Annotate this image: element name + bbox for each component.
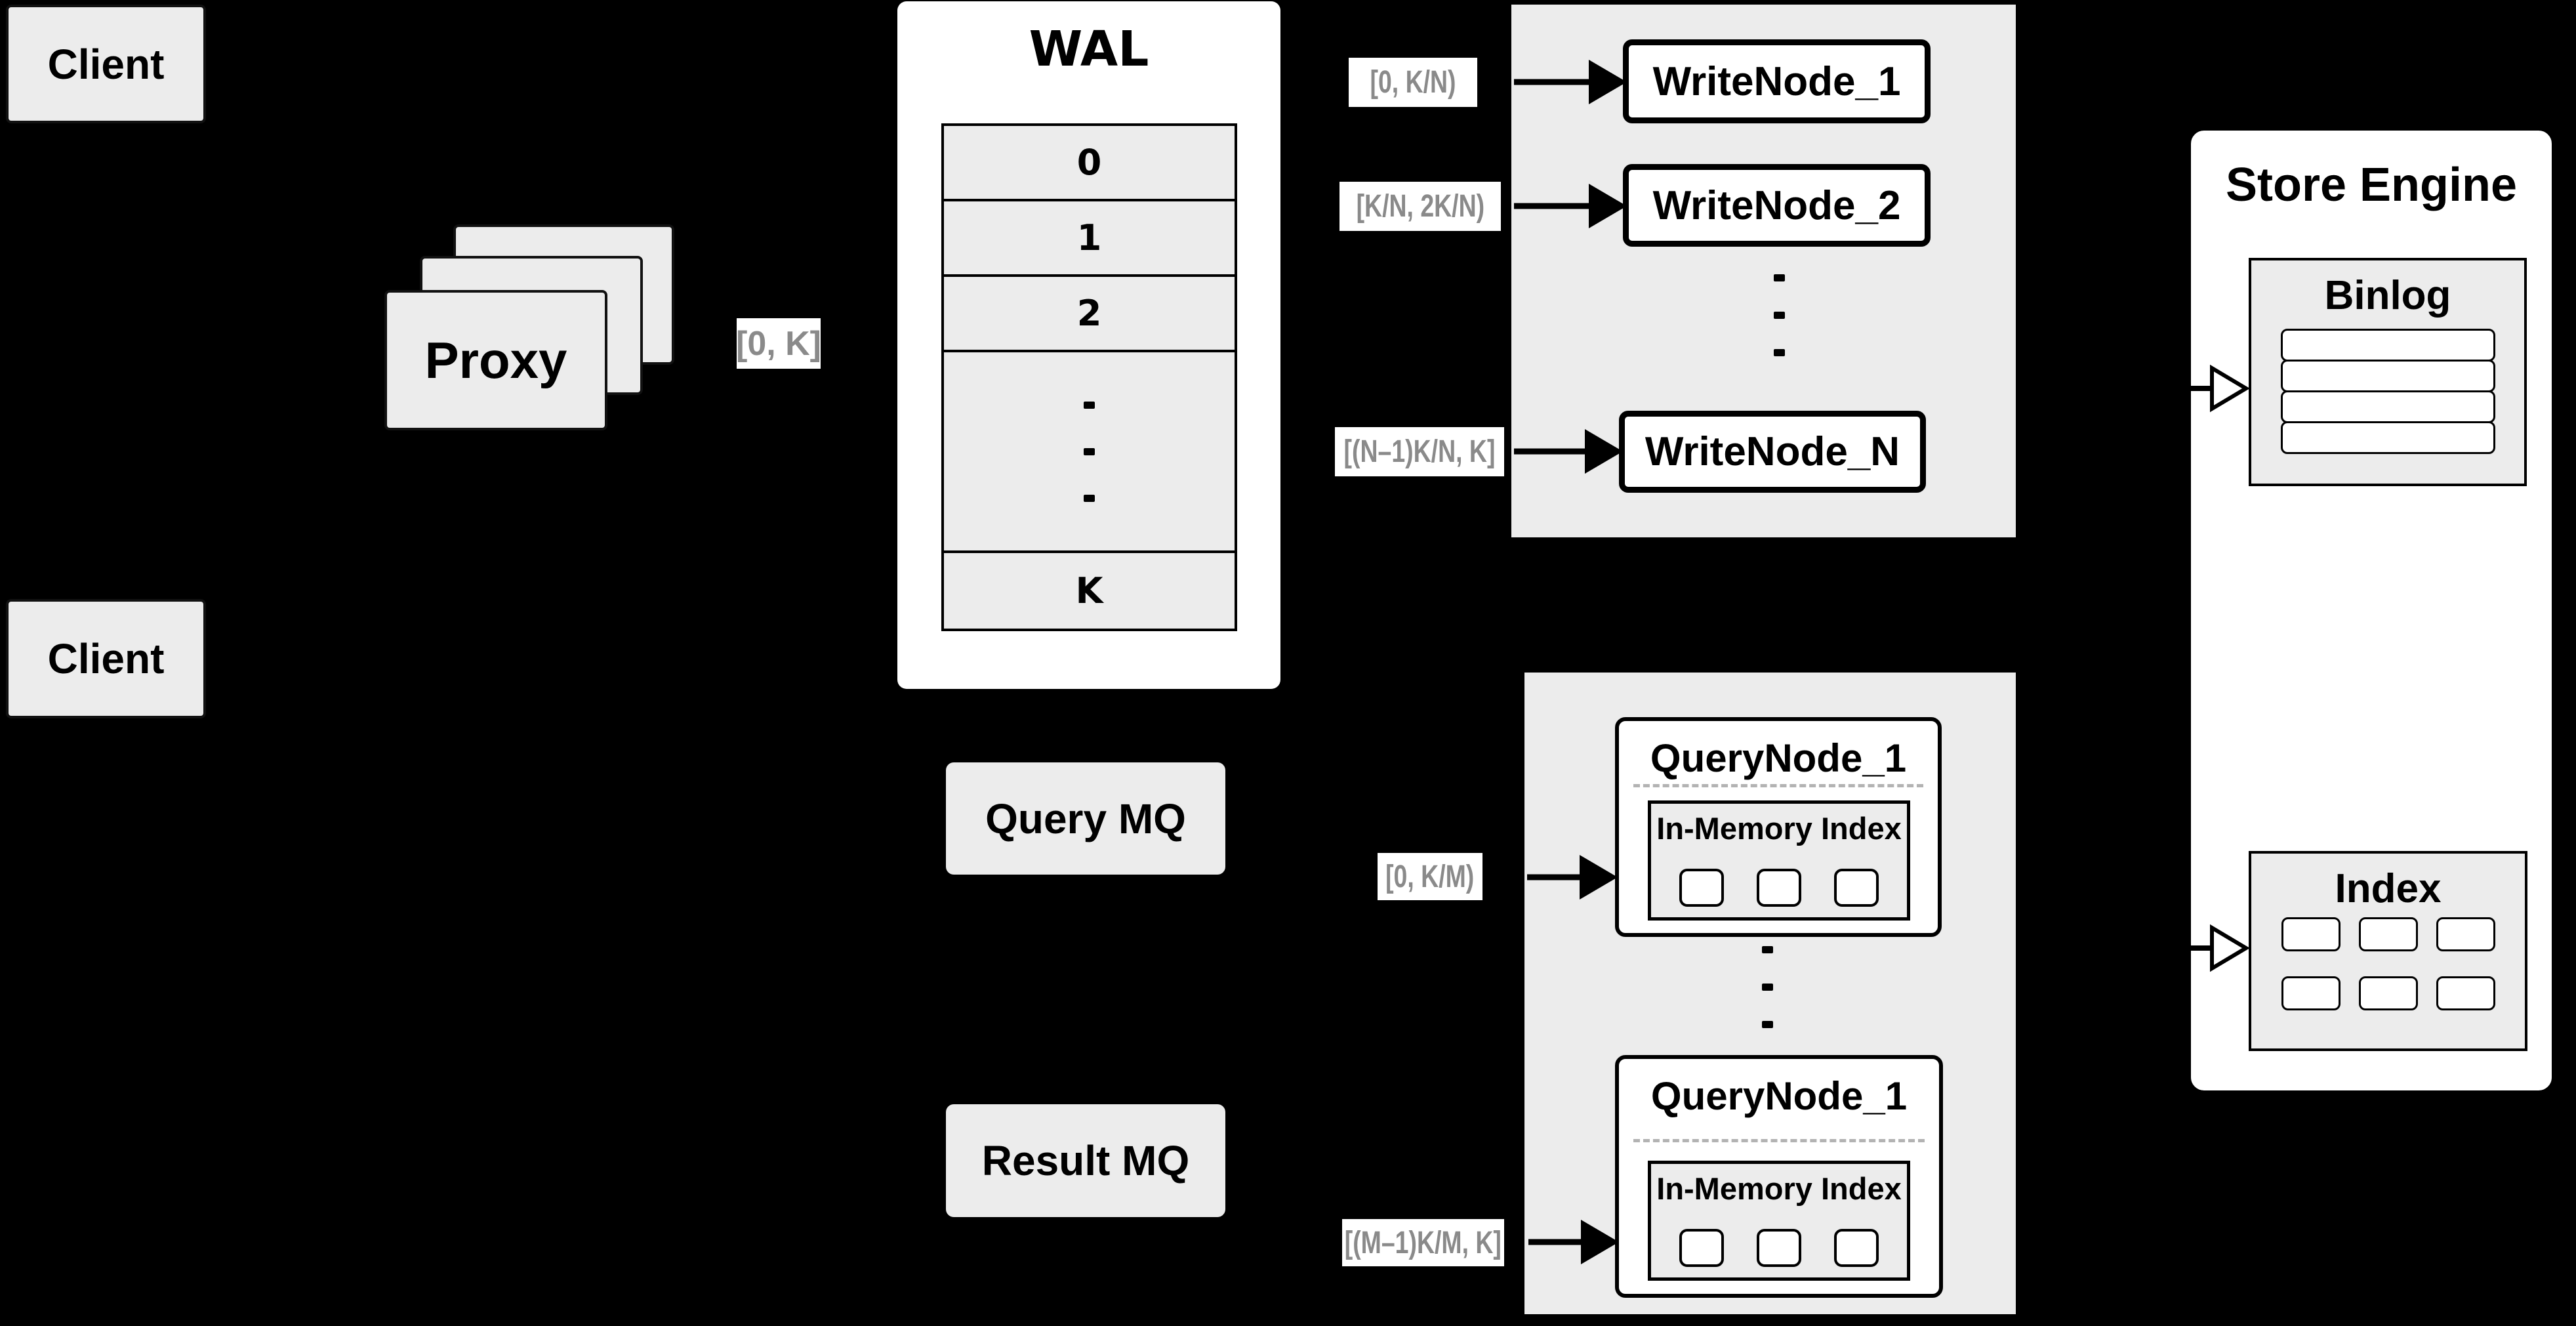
- write-range-label-n: [(N–1)K/N, K]: [1335, 427, 1504, 476]
- query-nodes-ellipsis-icon: [1762, 946, 1773, 1028]
- binlog-row: [2280, 390, 2495, 423]
- client-bottom-label: Client: [47, 635, 165, 682]
- client-top-label: Client: [47, 40, 165, 88]
- query-mq-label: Query MQ: [985, 795, 1186, 842]
- wal-table: 0 1 2 K: [941, 123, 1237, 631]
- binlog-box: Binlog: [2249, 258, 2527, 486]
- client-box-top: Client: [6, 5, 206, 123]
- query-node-m-title: QueryNode_1: [1650, 1074, 1908, 1118]
- dashed-divider: [1633, 1139, 1925, 1142]
- dashed-divider: [1633, 784, 1923, 787]
- index-cell: [2436, 917, 2495, 951]
- binlog-row: [2280, 360, 2495, 392]
- query-mq-box: Query MQ: [946, 762, 1225, 875]
- query-node-1: QueryNode_1 In-Memory Index: [1615, 717, 1942, 937]
- index-cell: [2358, 976, 2418, 1010]
- wal-row-0-label: 0: [1076, 142, 1102, 183]
- write-node-2: WriteNode_2: [1623, 164, 1931, 247]
- wal-row-k-label: K: [1075, 570, 1103, 611]
- index-title: Index: [2335, 866, 2442, 911]
- segment-chip: [1757, 1229, 1801, 1267]
- wal-row-0: 0: [944, 126, 1235, 201]
- query-range-label-m: [(M–1)K/M, K]: [1342, 1219, 1504, 1266]
- wal-row-k: K: [944, 553, 1235, 629]
- index-cell: [2281, 976, 2341, 1010]
- result-mq-label: Result MQ: [981, 1137, 1190, 1184]
- result-mq-box: Result MQ: [946, 1104, 1225, 1217]
- wal-title: WAL: [1029, 21, 1149, 77]
- write-node-n-label: WriteNode_N: [1645, 429, 1900, 474]
- query-range-label-1: [0, K/M): [1378, 853, 1482, 900]
- wal-row-2-label: 2: [1076, 293, 1102, 334]
- client-box-bottom: Client: [6, 599, 206, 718]
- proxy-label: Proxy: [424, 331, 567, 389]
- write-node-1: WriteNode_1: [1623, 39, 1931, 123]
- segment-chip: [1757, 869, 1801, 907]
- query-range-1-text: [0, K/M): [1385, 859, 1475, 894]
- in-memory-index-box: In-Memory Index: [1648, 1161, 1910, 1281]
- segment-chip: [1679, 1229, 1724, 1267]
- query-range-m-text: [(M–1)K/M, K]: [1344, 1225, 1502, 1260]
- segment-chips: [1651, 869, 1907, 907]
- write-range-1-text: [0, K/N): [1370, 65, 1456, 100]
- write-nodes-ellipsis-icon: [1774, 274, 1785, 356]
- binlog-title: Binlog: [2324, 273, 2451, 318]
- in-memory-index-title: In-Memory Index: [1656, 1171, 1902, 1206]
- proxy-range-text: [0, K]: [736, 324, 821, 363]
- segment-chips: [1651, 1229, 1907, 1267]
- query-node-1-title: QueryNode_1: [1650, 736, 1907, 780]
- in-memory-index-box: In-Memory Index: [1648, 800, 1910, 921]
- wal-box: WAL 0 1 2 K: [897, 1, 1280, 689]
- index-box: Index: [2249, 851, 2527, 1051]
- wal-ellipsis-icon: [944, 352, 1235, 553]
- in-memory-index-title: In-Memory Index: [1656, 811, 1902, 846]
- segment-chip: [1834, 869, 1879, 907]
- binlog-row: [2280, 421, 2495, 454]
- segment-chip: [1679, 869, 1724, 907]
- binlog-rows: [2251, 329, 2524, 454]
- write-node-2-label: WriteNode_2: [1652, 182, 1901, 228]
- write-range-n-text: [(N–1)K/N, K]: [1343, 434, 1496, 469]
- wal-row-1: 1: [944, 201, 1235, 277]
- segment-chip: [1834, 1229, 1879, 1267]
- write-range-label-2: [K/N, 2K/N): [1339, 182, 1501, 231]
- index-cell: [2436, 976, 2495, 1010]
- write-range-label-1: [0, K/N): [1349, 58, 1477, 107]
- query-node-m: QueryNode_1 In-Memory Index: [1615, 1055, 1943, 1298]
- write-node-n: WriteNode_N: [1619, 411, 1926, 493]
- write-node-1-label: WriteNode_1: [1652, 58, 1901, 104]
- binlog-row: [2280, 329, 2495, 362]
- wal-row-2: 2: [944, 277, 1235, 352]
- index-cells: [2251, 917, 2525, 1010]
- index-cell: [2358, 917, 2418, 951]
- wal-row-1-label: 1: [1076, 217, 1102, 259]
- proxy-box-front: Proxy: [384, 290, 607, 430]
- store-engine-box: Store Engine Binlog Index: [2188, 128, 2554, 1093]
- proxy-range-label: [0, K]: [736, 318, 821, 369]
- store-engine-title: Store Engine: [2225, 159, 2518, 211]
- write-range-2-text: [K/N, 2K/N): [1356, 189, 1484, 224]
- index-cell: [2281, 917, 2341, 951]
